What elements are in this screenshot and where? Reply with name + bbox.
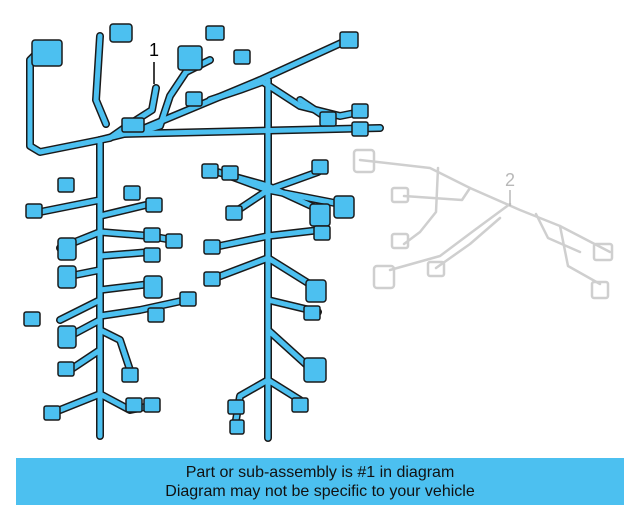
secondary-harness xyxy=(352,148,614,300)
connector-center-3 xyxy=(309,203,331,227)
ghost-connector-4 xyxy=(372,264,396,290)
connector-mid-11 xyxy=(143,397,161,413)
connector-left-1 xyxy=(25,203,43,219)
connector-center-5 xyxy=(311,159,329,175)
wiring-harness-diagram xyxy=(23,23,614,442)
connector-center-11 xyxy=(303,305,321,321)
connector-left-mid-1 xyxy=(185,91,203,107)
connector-mid-2 xyxy=(145,197,163,213)
connector-mid-9 xyxy=(121,367,139,383)
connector-center-4 xyxy=(333,195,355,219)
ghost-connector-6 xyxy=(592,242,614,262)
banner-line-1: Part or sub-assembly is #1 in diagram xyxy=(185,463,455,481)
ghost-connector-7 xyxy=(590,280,610,300)
connector-mid-5 xyxy=(143,247,161,263)
connector-center-10 xyxy=(305,279,327,303)
callout-number-2: 2 xyxy=(505,170,516,190)
harness-connectors xyxy=(23,23,369,435)
connector-top-mid xyxy=(109,23,133,43)
connector-mid-1 xyxy=(123,185,141,201)
connector-left-5 xyxy=(23,311,41,327)
ghost-connector-5 xyxy=(426,260,446,278)
connector-bottom-2 xyxy=(229,419,245,435)
connector-mid-10 xyxy=(125,397,143,413)
connector-left-2 xyxy=(57,177,75,193)
ghost-connector-3 xyxy=(390,232,410,250)
connector-center-12 xyxy=(303,357,327,383)
connector-left-7 xyxy=(57,361,75,377)
connector-left-6 xyxy=(57,325,77,349)
callout-number-1: 1 xyxy=(149,40,160,60)
connector-left-3 xyxy=(57,237,77,261)
connector-top-right-3 xyxy=(339,31,359,49)
connector-grommet xyxy=(121,117,145,133)
connector-left-8 xyxy=(43,405,61,421)
connector-center-8 xyxy=(313,225,331,241)
connector-bottom-1 xyxy=(227,399,245,415)
connector-center-2 xyxy=(221,165,239,181)
connector-right-upper-1 xyxy=(319,111,337,127)
connector-center-9 xyxy=(203,271,221,287)
banner-line-2: Diagram may not be specific to your vehi… xyxy=(165,482,475,500)
connector-right-upper-3 xyxy=(351,121,369,137)
harness-wires xyxy=(27,33,383,441)
connector-center-1 xyxy=(201,163,219,179)
main-harness xyxy=(23,23,384,442)
connector-center-7 xyxy=(203,239,221,255)
connector-center-6 xyxy=(225,205,243,221)
connector-left-4 xyxy=(57,265,77,289)
connector-mid-8 xyxy=(147,307,165,323)
connector-right-upper-2 xyxy=(351,103,369,119)
connector-top-right-1 xyxy=(205,25,225,41)
connector-bottom-3 xyxy=(291,397,309,413)
connector-mid-4 xyxy=(165,233,183,249)
connector-mid-7 xyxy=(179,291,197,307)
info-banner: Part or sub-assembly is #1 in diagram Di… xyxy=(16,458,624,505)
ghost-connector-2 xyxy=(390,186,410,204)
connector-top-left xyxy=(31,39,63,67)
connector-mid-3 xyxy=(143,227,161,243)
connector-mid-6 xyxy=(143,275,163,299)
connector-top-center xyxy=(177,45,203,71)
ghost-connector-1 xyxy=(352,148,376,174)
connector-top-right-2 xyxy=(233,49,251,65)
